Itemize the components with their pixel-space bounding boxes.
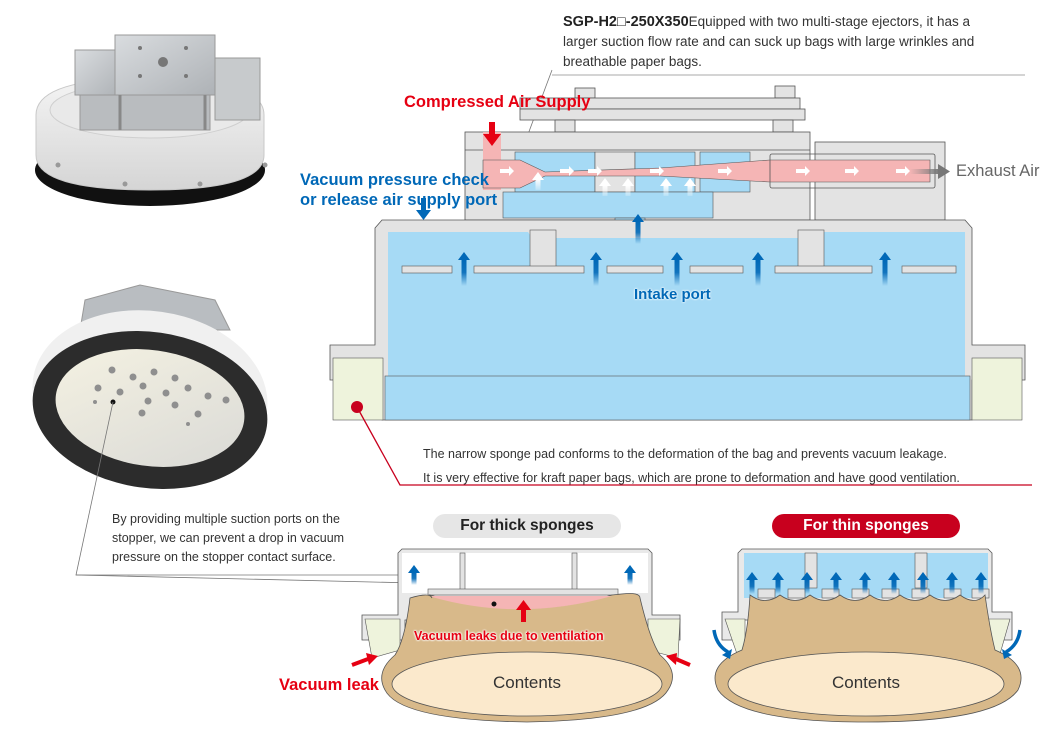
intake-arrow-icon: [632, 214, 644, 244]
intake-arrow-icon: [752, 252, 764, 286]
model-number: SGP-H2□-250X350: [563, 14, 689, 30]
thick-leak-arrows: [351, 600, 691, 667]
compressed-air-label: Compressed Air Supply: [404, 93, 591, 111]
header-description: SGP-H2□-250X350Equipped with two multi-s…: [563, 12, 983, 72]
thick-sponge-diagram: [361, 548, 681, 723]
thick-sponge-title: For thick sponges: [433, 514, 621, 538]
stopper-note: By providing multiple suction ports on t…: [112, 510, 344, 567]
thin-vacuum-arrow-icon: [772, 572, 784, 594]
vacuum-check-line2: or release air supply port: [300, 191, 498, 209]
internal-right-arrow-icon: [896, 166, 910, 176]
sponge-callout-line: [356, 406, 1032, 486]
intake-arrow-icon: [879, 252, 891, 286]
sponge-note: The narrow sponge pad conforms to the de…: [423, 442, 1043, 490]
thin-sponge-title: For thin sponges: [772, 514, 960, 538]
vacuum-release-arrow-icon: [416, 198, 431, 220]
vacuum-leak-label: Vacuum leak: [279, 676, 379, 694]
internal-right-arrow-icon: [560, 166, 574, 176]
intake-arrows: [458, 214, 891, 286]
internal-up-arrow-icon: [622, 178, 634, 196]
internal-right-arrow-icon: [796, 166, 810, 176]
thick-contents-label: Contents: [492, 673, 562, 692]
thin-vacuum-arrow-icon: [888, 572, 900, 594]
product-photo-top: [35, 34, 268, 206]
thin-vacuum-arrow-icon: [946, 572, 958, 594]
thin-vacuum-arrow-icon: [859, 572, 871, 594]
internal-up-arrow-icon: [660, 178, 672, 196]
thin-vacuum-arrow-icon: [801, 572, 813, 594]
ventilation-leak-label: Vacuum leaks due to ventilation: [414, 629, 604, 643]
thin-vacuum-arrow-icon: [975, 572, 987, 594]
intake-arrow-icon: [458, 252, 470, 286]
internal-right-arrow-icon: [588, 166, 602, 176]
product-photo-underside: [32, 284, 268, 489]
header-text: Equipped with two multi-stage ejectors, …: [563, 14, 975, 69]
stopper-note-line2: stopper, we can prevent a drop in vacuum: [112, 531, 345, 545]
thin-vacuum-arrow-icon: [830, 572, 842, 594]
thin-vacuum-arrows: [746, 572, 987, 594]
thin-vacuum-arrow-icon: [746, 572, 758, 594]
stopper-note-line3: pressure on the stopper contact surface.: [112, 550, 336, 564]
vacuum-check-line1: Vacuum pressure check: [300, 171, 489, 189]
ejector-cross-section: [329, 85, 1026, 421]
internal-right-arrow-icon: [500, 166, 514, 176]
thin-sponge-diagram: [712, 548, 1022, 723]
intake-port-label: Intake port: [634, 286, 711, 303]
thick-pointer-dot-icon: [491, 601, 497, 607]
stopper-note-line1: By providing multiple suction ports on t…: [112, 512, 340, 526]
internal-right-arrow-icon: [650, 166, 664, 176]
intake-arrow-icon: [671, 252, 683, 286]
sponge-note-line2: It is very effective for kraft paper bag…: [423, 471, 960, 485]
internal-right-arrow-icon: [718, 166, 732, 176]
sponge-note-line1: The narrow sponge pad conforms to the de…: [423, 447, 947, 461]
vacuum-check-label: Vacuum pressure check or release air sup…: [300, 170, 497, 210]
intake-arrow-icon: [590, 252, 602, 286]
thick-vacuum-arrow-icon: [408, 565, 420, 585]
thick-vacuum-arrow-icon: [624, 565, 636, 585]
exhaust-air-label: Exhaust Air: [956, 162, 1040, 180]
thick-vacuum-arrows: [408, 565, 636, 585]
internal-up-arrow-icon: [599, 178, 611, 196]
internal-up-arrow-icon: [684, 178, 696, 196]
internal-right-arrow-icon: [845, 166, 859, 176]
exhaust-arrow-icon: [910, 164, 950, 179]
thin-vacuum-arrow-icon: [917, 572, 929, 594]
thin-contents-label: Contents: [831, 673, 901, 692]
air-supply-arrow-icon: [483, 122, 501, 146]
internal-flow-arrows: [500, 166, 910, 196]
internal-up-arrow-icon: [532, 172, 544, 190]
